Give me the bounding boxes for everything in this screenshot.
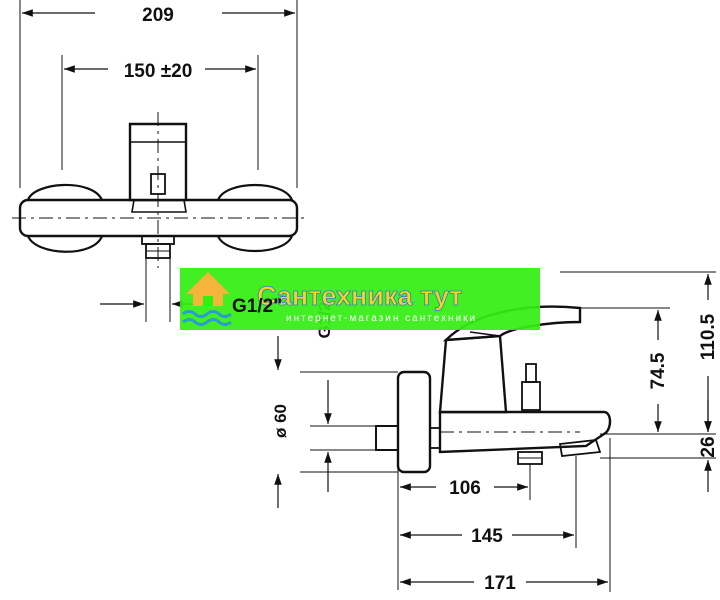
- dim-spout-drop: 26: [698, 436, 719, 457]
- dim-spout-to-handle-height: 74.5: [648, 352, 669, 389]
- top-view: [12, 0, 305, 322]
- dim-rosette-diameter: ø 60: [271, 404, 290, 438]
- watermark-brand: Сантехника тут: [257, 281, 462, 311]
- watermark-tagline: интернет-магазин сантехники: [286, 313, 477, 324]
- dim-projection-inner: 106: [449, 478, 481, 499]
- dim-projection-middle: 145: [471, 526, 503, 547]
- dim-projection-outer: 171: [484, 573, 516, 594]
- dim-overall-width: 209: [142, 5, 174, 26]
- dim-overall-height: 110.5: [698, 313, 719, 360]
- dim-connection-thread-front: G1/2": [232, 296, 282, 317]
- dim-centres: 150 ±20: [124, 61, 193, 82]
- top-dimension-lines: [21, 9, 295, 308]
- house-logo-icon: [182, 272, 232, 326]
- watermark-banner: Сантехника тут интернет-магазин сантехни…: [180, 268, 540, 330]
- side-dimension-lines: [274, 274, 712, 586]
